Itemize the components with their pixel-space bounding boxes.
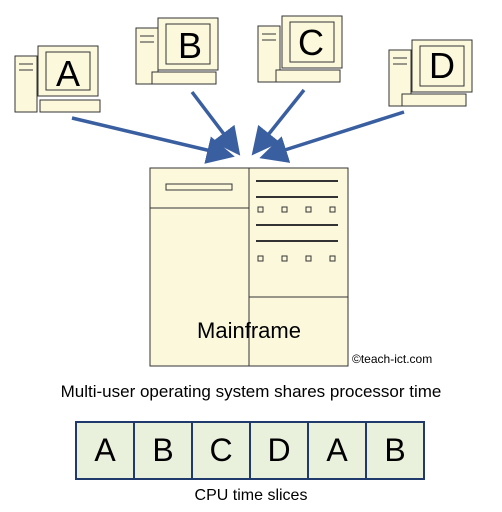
- time-slice: A: [309, 423, 367, 478]
- arrow-a-to-mainframe: [71, 116, 235, 164]
- time-slices-strip: A B C D A B: [75, 421, 425, 480]
- copyright-notice: ©teach-ict.com: [352, 352, 433, 366]
- terminal-b-label: B: [178, 25, 202, 66]
- time-slice: B: [135, 423, 193, 478]
- time-slice: B: [384, 432, 406, 468]
- terminal-d: D: [388, 39, 473, 107]
- arrow-b-to-mainframe: [190, 90, 241, 156]
- slices-caption: CPU time slices: [194, 487, 308, 504]
- terminal-b: B: [135, 17, 219, 85]
- time-slice: A: [77, 423, 135, 478]
- terminal-c: C: [257, 15, 343, 83]
- arrow-d-to-mainframe: [259, 110, 405, 163]
- time-slice: C: [193, 423, 251, 478]
- diagram-caption: Multi-user operating system shares proce…: [60, 382, 442, 401]
- terminal-a-label: A: [56, 53, 80, 94]
- terminal-a: A: [14, 45, 101, 113]
- mainframe-label: Mainframe: [197, 318, 301, 343]
- terminal-d-label: D: [429, 45, 455, 86]
- arrow-c-to-mainframe: [251, 88, 306, 156]
- time-slice: D: [251, 423, 309, 478]
- mainframe: [149, 167, 349, 367]
- terminal-c-label: C: [298, 22, 324, 63]
